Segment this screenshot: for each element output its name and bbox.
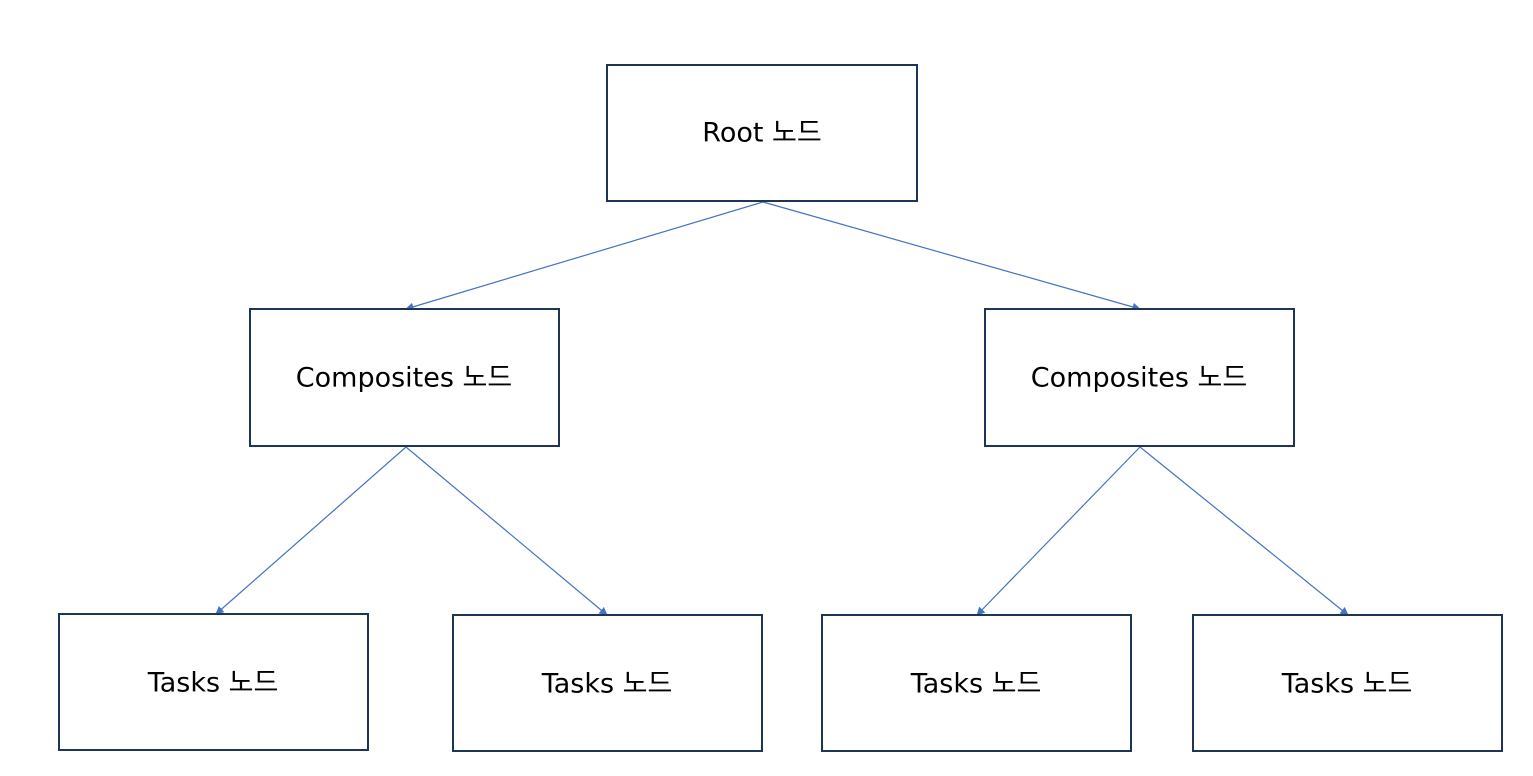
node-root-label: Root 노드 (702, 118, 821, 149)
node-task-4-label: Tasks 노드 (1281, 669, 1413, 700)
edges (215, 201, 1349, 616)
node-task-2-label: Tasks 노드 (541, 669, 673, 700)
node-task-2[interactable]: Tasks 노드 (452, 614, 763, 752)
node-task-4-box (1192, 614, 1503, 752)
edge-composite-left-to-task-1 (215, 446, 407, 615)
node-task-3-box (821, 614, 1132, 752)
node-composite-left-label: Composites 노드 (296, 363, 512, 394)
node-root[interactable]: Root 노드 (606, 64, 918, 202)
node-composite-right-box (984, 308, 1295, 447)
edge-composite-right-to-task-3 (976, 446, 1141, 616)
node-composite-right-label: Composites 노드 (1031, 363, 1247, 394)
node-composite-left-box (249, 308, 560, 447)
node-composite-right[interactable]: Composites 노드 (984, 308, 1295, 447)
node-task-1-label: Tasks 노드 (147, 668, 279, 699)
node-task-4[interactable]: Tasks 노드 (1192, 614, 1503, 752)
node-task-1-box (58, 613, 369, 751)
node-root-box (606, 64, 918, 202)
node-task-1[interactable]: Tasks 노드 (58, 613, 369, 751)
node-composite-left[interactable]: Composites 노드 (249, 308, 560, 447)
edge-composite-left-to-task-2 (405, 446, 608, 616)
node-task-3-label: Tasks 노드 (910, 669, 1042, 700)
edge-composite-right-to-task-4 (1139, 446, 1349, 616)
edge-root-to-composite-left (405, 201, 764, 311)
node-task-3[interactable]: Tasks 노드 (821, 614, 1132, 752)
edge-root-to-composite-right (762, 201, 1141, 311)
node-task-2-box (452, 614, 763, 752)
